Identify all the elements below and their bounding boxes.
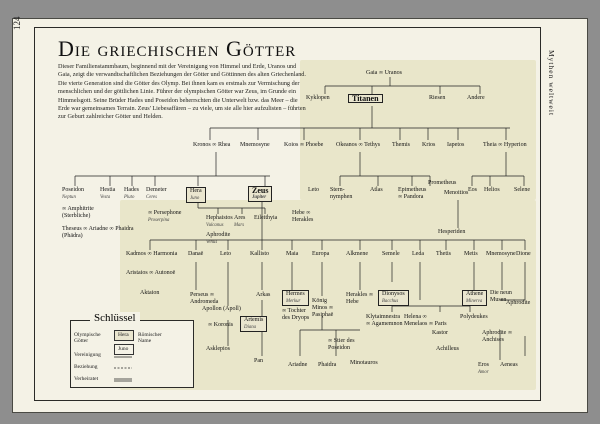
key-olympian-label: Olympische Götter — [74, 332, 101, 344]
node-perseus: Perseus ∞ Andromeda — [190, 292, 219, 305]
page-title: Die griechischen Götter — [58, 36, 297, 61]
node-leto2: Leto — [220, 251, 231, 257]
node-aphrodite2: Aphrodite — [506, 300, 531, 306]
node-helena-paris: Helena ∞ Menelaos ∞ Paris — [404, 314, 447, 327]
node-apollon: Apollon (Apoll) — [202, 306, 241, 312]
node-atlas: Atlas — [370, 187, 383, 193]
node-aeneas: Aeneas — [500, 362, 518, 368]
node-leto: Leto — [308, 187, 319, 193]
node-koronis: ∞ Koronis — [208, 322, 234, 328]
node-riesen: Riesen — [429, 95, 446, 101]
node-dione: Dione — [516, 251, 531, 257]
node-theseus: Theseus ∞ Ariadne ∞ Phaidra (Phädra) — [62, 226, 134, 239]
key-married-label: Verheiratet — [74, 376, 99, 382]
key-union-label: Vereinigung — [74, 352, 101, 358]
node-andere: Andere — [467, 95, 485, 101]
node-kallisto: Kallisto — [250, 251, 269, 257]
key-roman-swatch: Juno — [114, 344, 134, 355]
node-tochter: ∞ Tochter des Dryops — [282, 308, 310, 321]
node-mnemosyne2: Mnemosyne — [486, 251, 516, 257]
node-theia-hyperion: Theia ∞ Hyperion — [483, 142, 527, 148]
node-hebe: Hebe ∞ Herakles — [292, 210, 314, 223]
tint-region-top — [300, 60, 536, 200]
node-amphitrite: ∞ Amphitrite (Sterbliche) — [62, 206, 94, 219]
node-polydeukes: Polydeukes — [460, 314, 488, 320]
intro-text: Dieser Familienstammbaum, beginnend mit … — [58, 63, 306, 121]
node-thetis: Thetis — [436, 251, 451, 257]
key-roman-label: Römischer Name — [138, 332, 162, 344]
node-titanen: Titanen — [348, 94, 383, 103]
node-asklepios: Asklepios — [206, 346, 230, 352]
node-sternnymphen: Stern-nymphen — [330, 187, 353, 200]
node-koios-phoebe: Koios ∞ Phoebe — [284, 142, 324, 148]
node-minotauros: Minotauros — [350, 360, 378, 366]
node-iapetos: Iapetos — [447, 142, 465, 148]
node-krios: Krios — [422, 142, 436, 148]
node-gaia-uranos: Gaia ∞ Uranos — [366, 70, 402, 76]
node-stier: ∞ Stier des Poseidon — [328, 338, 355, 351]
node-anchises: Aphrodite ∞ Anchises — [482, 330, 513, 343]
node-koenig-minos: König Minos ∞ Pasiphaë — [312, 298, 334, 318]
key-title: Schlüssel — [90, 312, 140, 324]
node-semele: Semele — [382, 251, 400, 257]
node-klytaimnestra: Klytaimnestra ∞ Agamemnon — [366, 314, 403, 327]
node-hesperiden: Hesperiden — [438, 229, 466, 235]
node-helios: Helios — [484, 187, 500, 193]
node-mnemosyne: Mnemosyne — [240, 142, 270, 148]
diagram-frame — [34, 27, 541, 401]
node-alkmene: Alkmene — [346, 251, 368, 257]
key-relationship-label: Beziehung — [74, 364, 98, 370]
key-olympian-swatch: Hera — [114, 330, 134, 341]
node-okeanos-tethys: Okeanos ∞ Tethys — [336, 142, 381, 148]
node-leda: Leda — [412, 251, 424, 257]
node-arkas: Arkas — [256, 292, 271, 298]
node-prometheus: Prometheus — [428, 180, 457, 186]
node-aktaion: Aktaion — [140, 290, 160, 296]
node-themis: Themis — [392, 142, 410, 148]
node-herakles: Herakles ∞ Hebe — [346, 292, 374, 305]
node-pan: Pan — [254, 358, 263, 364]
node-kadmos: Kadmos ∞ Harmonia — [126, 251, 178, 257]
node-metis: Metis — [464, 251, 478, 257]
node-menoitios: Menoitios — [444, 190, 469, 196]
node-epimetheus: Epimetheus ∞ Pandora — [398, 187, 427, 200]
node-kronos-rhea: Kronos ∞ Rhea — [193, 142, 231, 148]
node-eos: Eos — [468, 187, 477, 193]
node-kyklopen: Kyklopen — [306, 95, 330, 101]
node-europa: Europa — [312, 251, 330, 257]
node-eileithyia: Eileithyia — [254, 215, 278, 221]
node-ariadne: Ariadne — [288, 362, 308, 368]
node-phaidra: Phaidra — [318, 362, 337, 368]
node-achilleus: Achilleus — [436, 346, 459, 352]
node-danae: Danaë — [188, 251, 204, 257]
node-kastor: Kastor — [432, 330, 448, 336]
node-maia: Maia — [286, 251, 299, 257]
node-selene: Selene — [514, 187, 530, 193]
node-musen: Die neun Musen — [490, 290, 512, 303]
node-aristaios: Aristaios ∞ Autonoë — [126, 270, 176, 276]
